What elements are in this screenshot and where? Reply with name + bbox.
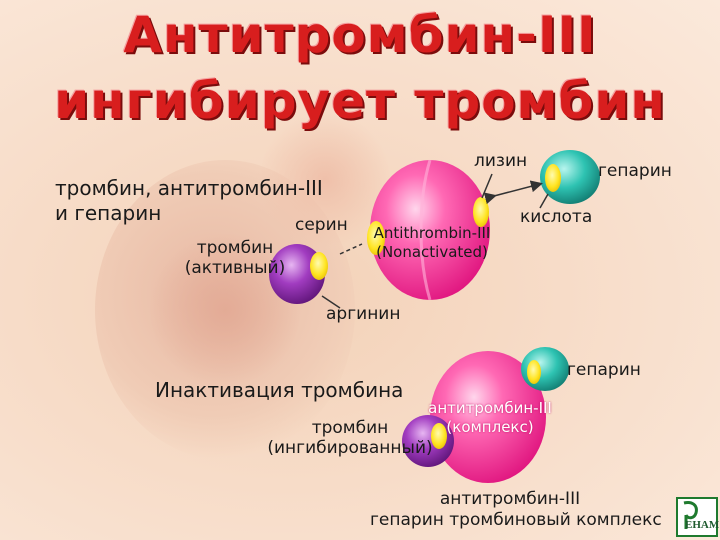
antithrombin-nonactivated-line2: (Nonactivated) — [376, 243, 488, 261]
acid-pointer — [539, 193, 549, 209]
thrombin-binding-site-top — [310, 252, 328, 280]
page-title-line2: ингибирует тромбин — [54, 72, 666, 130]
serine-pointer — [339, 243, 363, 255]
background-blob — [260, 110, 390, 250]
thrombin-binding-site-bottom — [431, 423, 447, 449]
antithrombin-nonactivated-line1: Antithrombin-III — [373, 224, 491, 242]
lysine-label: лизин — [474, 151, 528, 171]
antithrombin-binding-site-right — [473, 197, 489, 227]
heparin-binding-site-top — [545, 164, 561, 192]
thrombin-active-label-line2: (активный) — [184, 258, 286, 278]
thrombin-sphere-top — [269, 244, 325, 304]
top-heading-line1: тромбин, антитромбин-III — [55, 176, 323, 200]
logo-text: ЕНАМ — [685, 519, 720, 531]
thrombin-inhibited-label-line1: тромбин — [311, 418, 389, 438]
inactivation-heading: Инактивация тромбина — [155, 378, 404, 402]
page-title-line1: Антитромбин-III — [123, 6, 597, 64]
antithrombin-complex-line2: (комплекс) — [446, 418, 534, 436]
heparin-binding-site-bottom — [527, 360, 541, 384]
antithrombin-binding-site-left — [367, 221, 385, 255]
serine-label: серин — [295, 215, 348, 235]
arginine-label: аргинин — [326, 304, 401, 324]
logo-mark-icon — [683, 501, 698, 529]
thrombin-inhibited-label-line2: (ингибированный) — [267, 438, 433, 458]
publisher-logo — [676, 497, 718, 537]
antithrombin-sphere-top — [370, 159, 490, 301]
binding-arrow — [483, 180, 543, 205]
complex-caption-line2: гепарин тромбиновый комплекс — [370, 510, 662, 530]
heparin-label-bottom: гепарин — [567, 360, 641, 380]
lysine-pointer — [481, 173, 493, 199]
acid-label: кислота — [520, 207, 593, 227]
top-heading-line2: и гепарин — [55, 201, 162, 225]
complex-caption-line1: антитромбин-III — [439, 489, 581, 509]
antithrombin-sphere-bottom — [430, 351, 546, 483]
arginine-pointer — [321, 295, 341, 309]
heparin-label-top: гепарин — [598, 161, 672, 181]
antithrombin-complex-line1: антитромбин-III — [428, 399, 552, 417]
thrombin-active-label-line1: тромбин — [196, 238, 274, 258]
